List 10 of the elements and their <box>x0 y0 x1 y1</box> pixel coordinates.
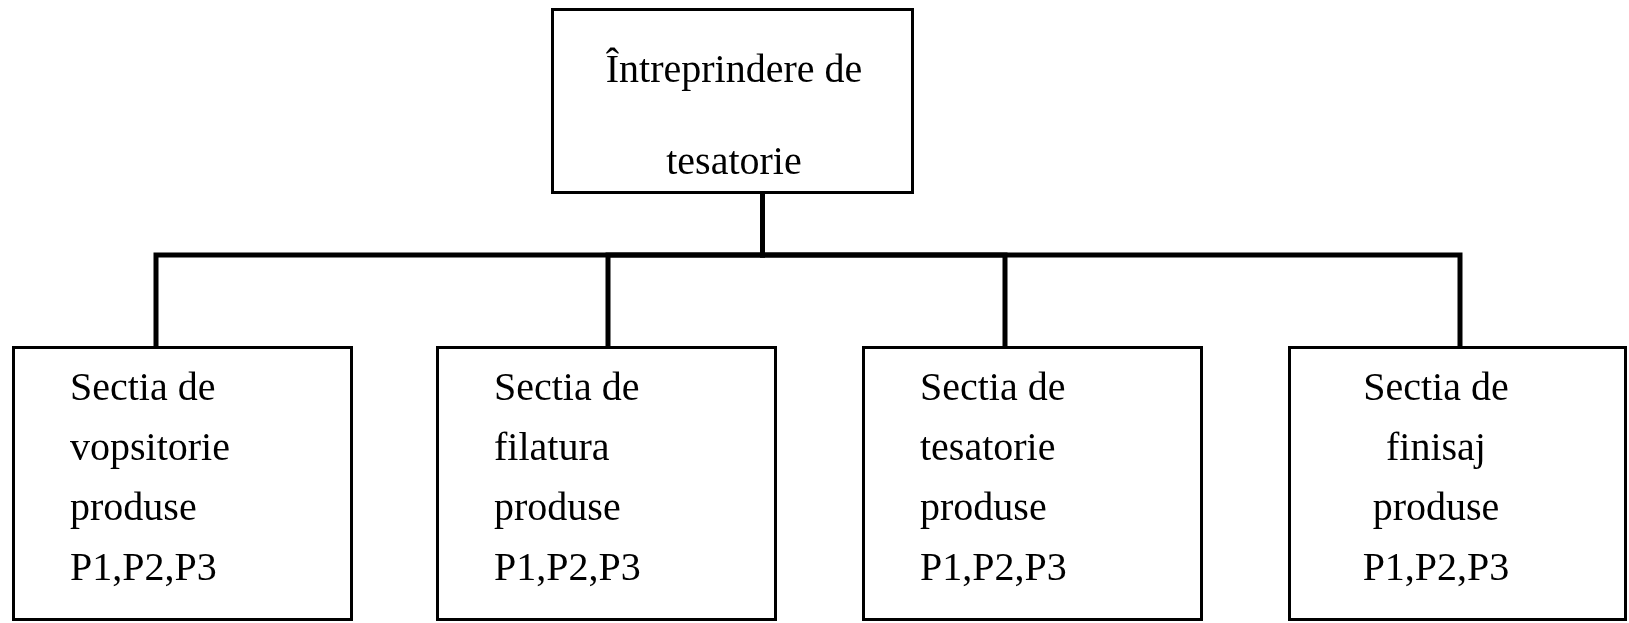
box-label: Întreprindere de tesatorie <box>604 45 864 185</box>
org-box <box>12 346 353 621</box>
org-box <box>862 346 1203 621</box>
box-label: Sectia de filatura produse P1,P2,P3 <box>494 363 642 591</box>
box-label: Sectia de vopsitorie produse P1,P2,P3 <box>70 363 231 591</box>
box-label: Sectia de finisaj produse P1,P2,P3 <box>1361 363 1511 591</box>
org-box <box>1288 346 1627 621</box>
box-label: Sectia de tesatorie produse P1,P2,P3 <box>920 363 1068 591</box>
org-box <box>436 346 777 621</box>
org-box <box>551 8 914 194</box>
